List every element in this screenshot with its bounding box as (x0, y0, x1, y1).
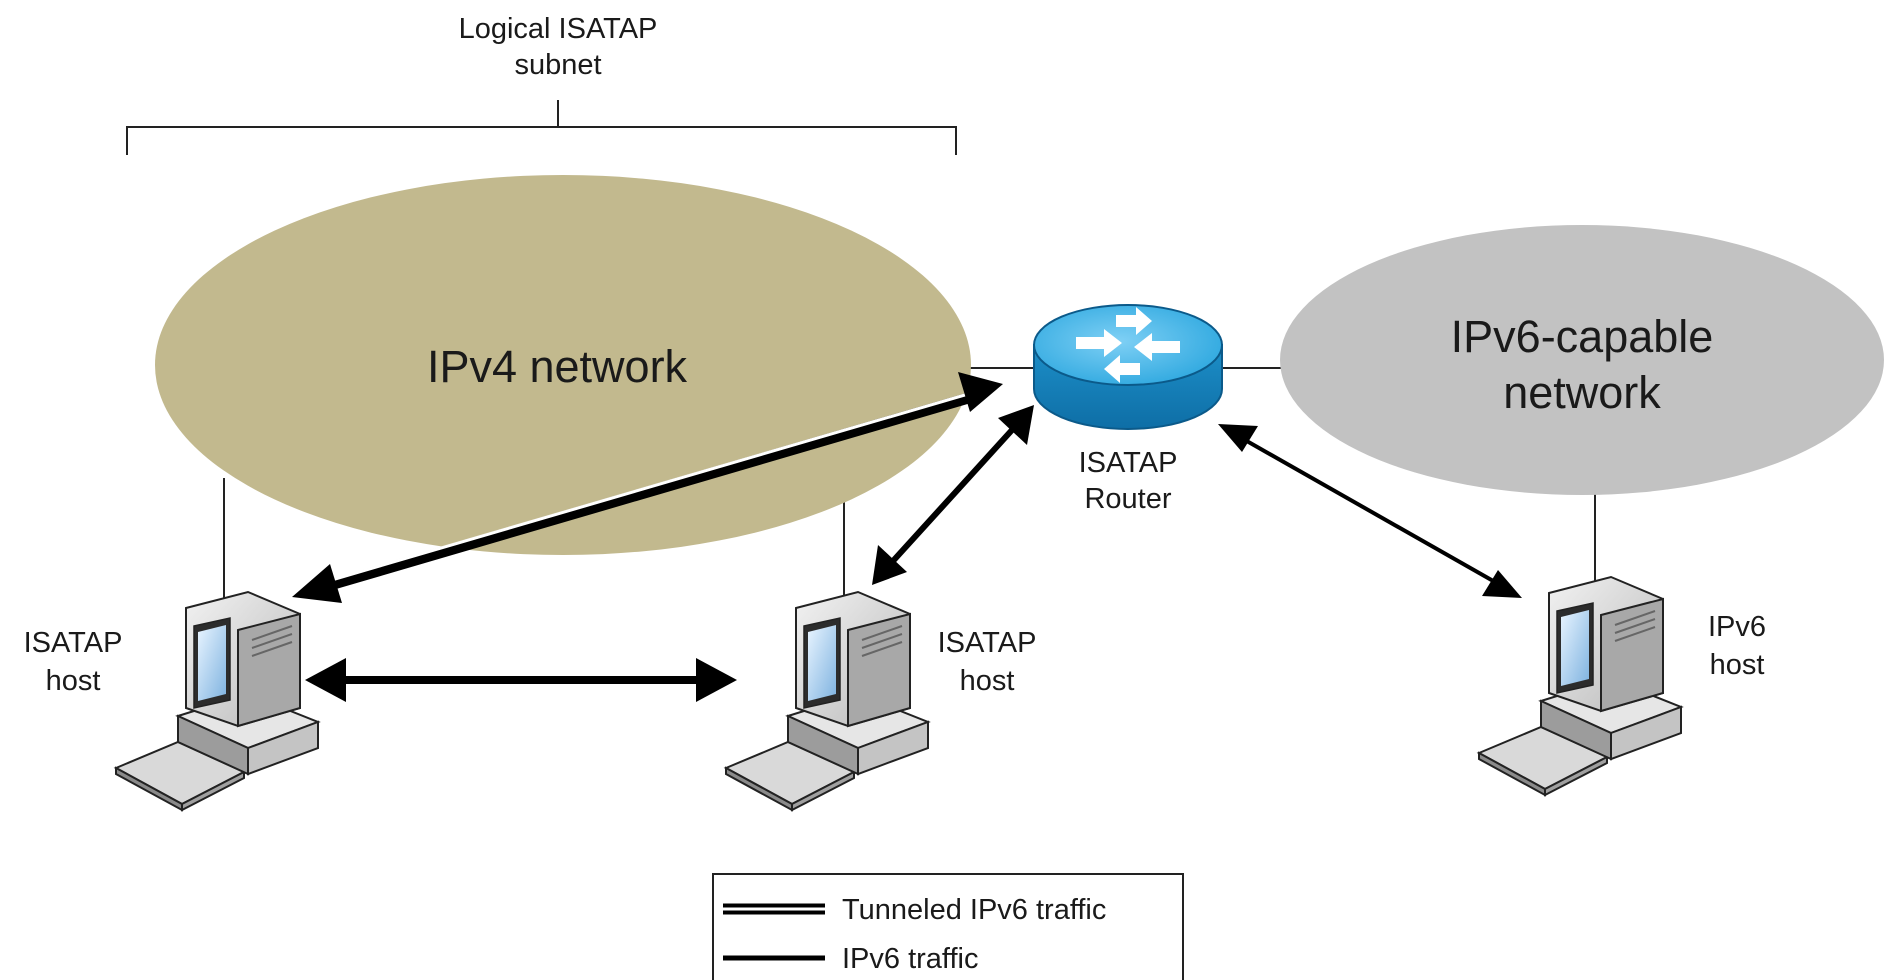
router-label-line1: ISATAP (1079, 447, 1178, 479)
host2-label-line2: host (960, 665, 1015, 697)
legend-label-ipv6: IPv6 traffic (842, 943, 978, 975)
ipv6-traffic-arrow-host2-router (872, 405, 1034, 585)
ipv4-network-label: IPv4 network (427, 341, 688, 392)
ipv6-host-icon (1478, 576, 1682, 796)
subnet-bracket (126, 100, 957, 155)
host1-label-line2: host (46, 665, 101, 697)
ipv6-network (1280, 225, 1884, 495)
isatap-host-2-icon (725, 591, 929, 811)
host3-label-line1: IPv6 (1708, 611, 1766, 643)
isatap-host-1-icon (115, 591, 319, 811)
subnet-label-line2: subnet (514, 49, 601, 81)
router-label-line2: Router (1084, 483, 1171, 515)
host3-label-line2: host (1710, 649, 1765, 681)
tunneled-traffic-arrow (292, 372, 1003, 603)
host1-label-line1: ISATAP (24, 627, 123, 659)
subnet-label-line1: Logical ISATAP (459, 13, 658, 45)
legend: Tunneled IPv6 traffic IPv6 traffic (712, 873, 1184, 980)
ipv6-traffic-arrow-host1-host2 (305, 658, 737, 702)
legend-box (712, 873, 1184, 980)
router-icon (1033, 304, 1223, 430)
ipv6-traffic-arrow-router-ipv6host (1218, 424, 1522, 598)
host2-label-line1: ISATAP (938, 627, 1037, 659)
legend-label-tunneled: Tunneled IPv6 traffic (842, 894, 1106, 926)
ipv6-network-label-line1: IPv6-capable (1451, 311, 1714, 362)
ipv6-network-label-line2: network (1503, 367, 1661, 418)
